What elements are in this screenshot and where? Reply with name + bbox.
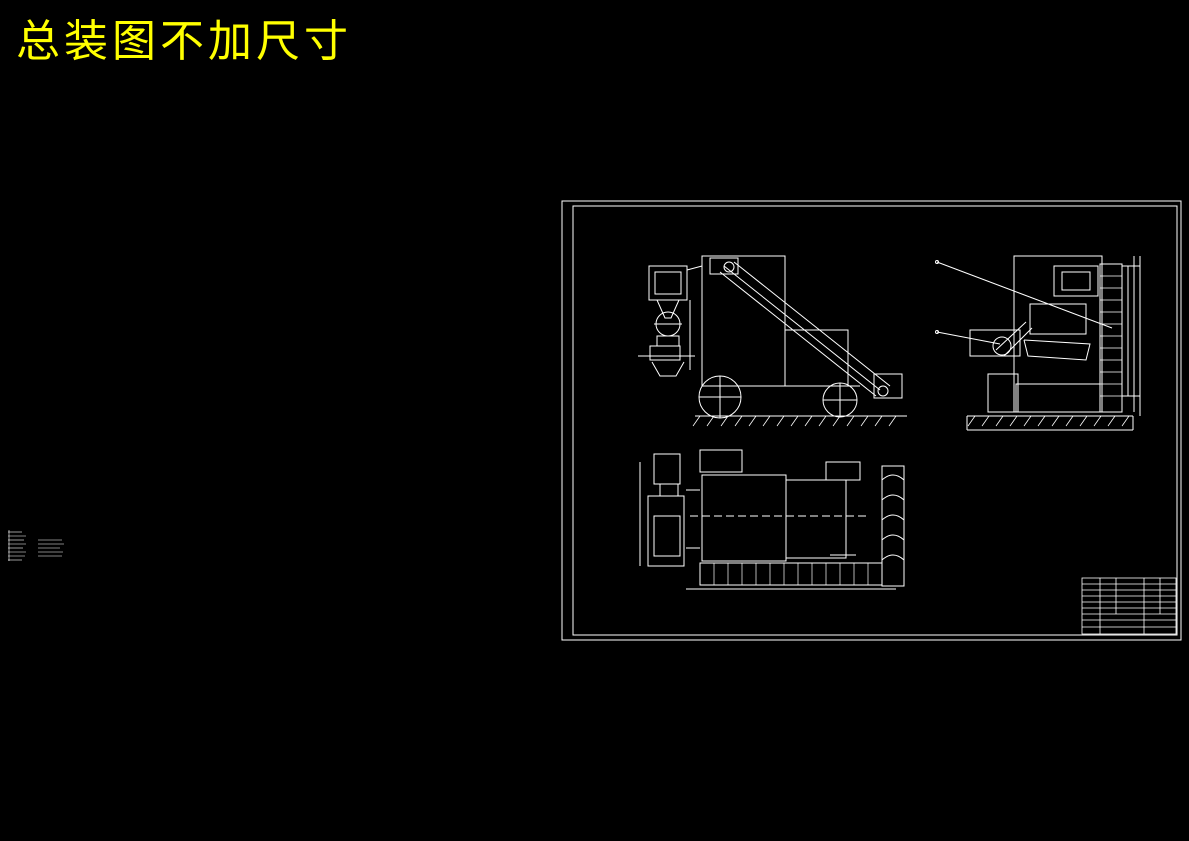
- title-block: [1081, 577, 1177, 635]
- legend-block: [8, 530, 64, 561]
- drawing-title: 总装图不加尺寸: [16, 16, 352, 67]
- plan-view: [639, 449, 905, 590]
- sheet-outer-border: [561, 200, 1182, 641]
- sheet-inner-border: [572, 205, 1178, 636]
- end-view: [935, 255, 1141, 431]
- side-view: [638, 255, 907, 427]
